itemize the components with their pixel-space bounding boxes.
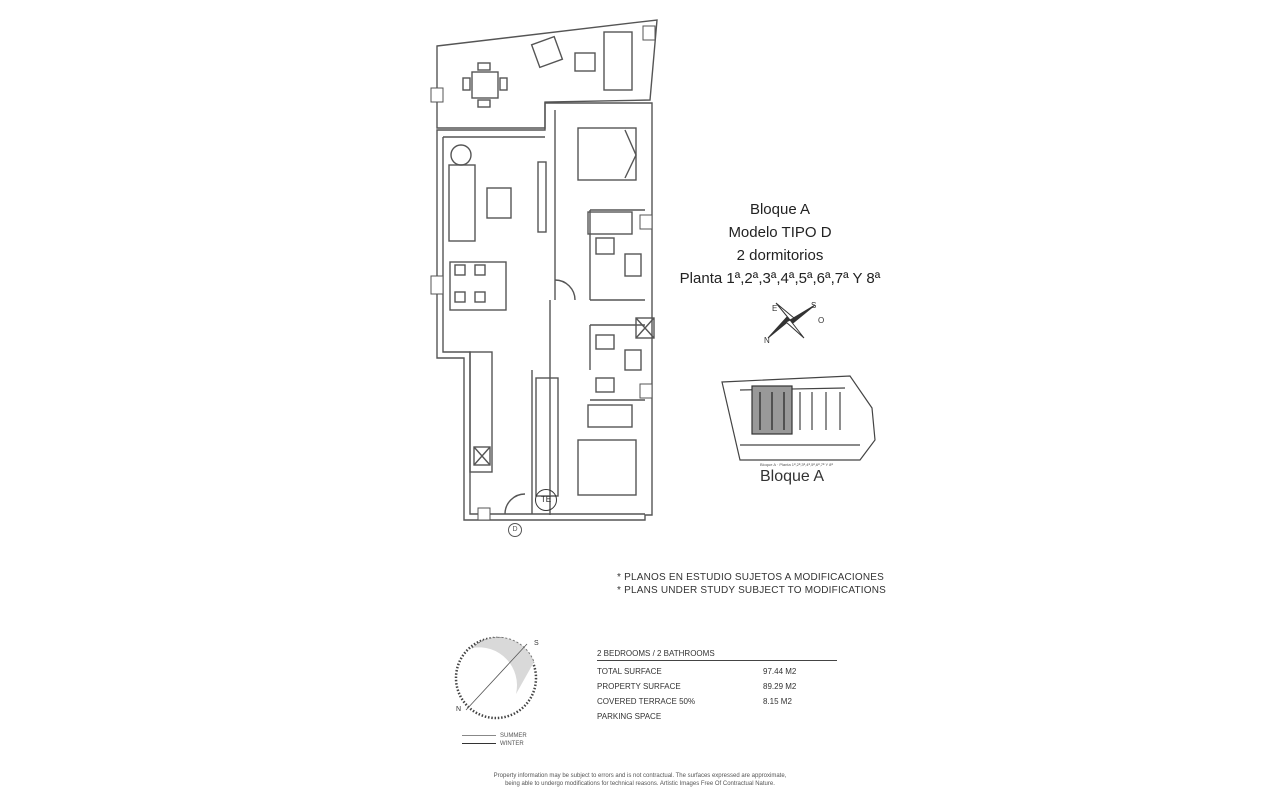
surface-row: TOTAL SURFACE 97.44 M2 [597, 667, 837, 682]
terrace-planter [574, 52, 596, 72]
terrace-outline [436, 19, 658, 129]
surface-value: 89.29 M2 [763, 682, 797, 691]
study-notes: * PLANOS EN ESTUDIO SUJETOS A MODIFICACI… [617, 571, 886, 597]
surface-table: 2 BEDROOMS / 2 BATHROOMS TOTAL SURFACE 9… [597, 649, 837, 727]
entrance-marker: D [508, 523, 522, 537]
surface-label: PROPERTY SURFACE [597, 682, 681, 691]
living-sofa [448, 164, 476, 242]
main-outline [436, 102, 653, 521]
note-es: * PLANOS EN ESTUDIO SUJETOS A MODIFICACI… [617, 572, 885, 583]
surface-heading: 2 BEDROOMS / 2 BATHROOMS [597, 649, 837, 661]
bed-2 [577, 439, 637, 496]
model-title: Modelo TIPO D [728, 224, 832, 241]
disclaimer: Property information may be subject to e… [440, 772, 840, 788]
surface-label: TOTAL SURFACE [597, 667, 662, 676]
surface-value: 8.15 M2 [763, 697, 792, 706]
kitchen-counter [469, 351, 493, 473]
surface-row: PARKING SPACE [597, 712, 837, 727]
sun-legend: SUMMER WINTER [462, 732, 527, 748]
compass-letter-o: O [818, 316, 825, 325]
block-title: Bloque A [749, 201, 811, 218]
key-plan-caption: Bloque A · Planta 1ª,2ª,3ª,4ª,5ª,6ª,7ª Y… [760, 462, 833, 467]
winter-label: WINTER [500, 741, 524, 747]
compass-rose [767, 302, 816, 339]
key-plan-label: Bloque A [760, 468, 825, 485]
compass-letter-s: S [811, 301, 817, 310]
te-marker: TE [535, 489, 557, 511]
terrace-sofa [603, 31, 633, 91]
compass-letter-e: E [772, 304, 778, 313]
bedroom-count: 2 dormitorios [736, 247, 824, 264]
surface-label: PARKING SPACE [597, 712, 662, 721]
surface-row: COVERED TERRACE 50% 8.15 M2 [597, 697, 837, 712]
key-plan [721, 375, 876, 461]
sun-letter-s: S [534, 640, 539, 647]
sun-diagram [454, 636, 538, 720]
summer-label: SUMMER [500, 733, 527, 739]
disclaimer-line: being able to undergo modifications for … [505, 781, 775, 787]
terrace-table [471, 71, 499, 99]
sun-letter-n: N [456, 706, 462, 713]
note-en: * PLANS UNDER STUDY SUBJECT TO MODIFICAT… [617, 585, 887, 596]
summer-line [462, 734, 496, 736]
surface-value: 97.44 M2 [763, 667, 797, 676]
winter-line [462, 742, 496, 744]
plan-title-block: Bloque A Modelo TIPO D 2 dormitorios Pla… [660, 198, 900, 290]
terrace-armchair [530, 35, 564, 69]
disclaimer-line: Property information may be subject to e… [493, 773, 787, 779]
compass-letter-n: N [764, 336, 770, 345]
surface-label: COVERED TERRACE 50% [597, 697, 696, 706]
floor-list: Planta 1ª,2ª,3ª,4ª,5ª,6ª,7ª Y 8ª [679, 270, 881, 287]
surface-row: PROPERTY SURFACE 89.29 M2 [597, 682, 837, 697]
